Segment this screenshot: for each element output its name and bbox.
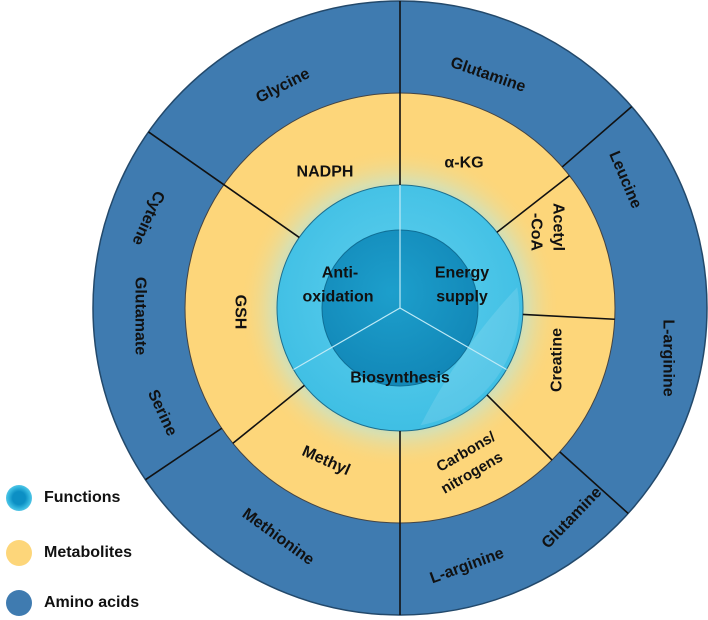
legend-swatch-functions <box>6 485 32 511</box>
legend-item-metabolites: Metabolites <box>2 536 202 570</box>
divider-glutamine-leucine <box>561 105 633 168</box>
function-label-energy-2: supply <box>436 289 488 306</box>
legend-label-metabolites: Metabolites <box>44 544 133 561</box>
metabolite-label-creatine: Creatine <box>549 328 566 392</box>
divider-arginine-glutamine <box>559 451 629 515</box>
divider-methionine-serine <box>145 427 223 481</box>
metabolite-label-gsh: GSH <box>232 295 249 330</box>
divider-biosynthesis-anti <box>293 307 401 371</box>
divider-cyteine-glycine <box>148 131 225 186</box>
legend-item-functions: Functions <box>2 481 202 515</box>
divider-creatine-carbons <box>486 394 553 461</box>
metabolite-label-acetyl-coa-2: -CoA <box>528 213 545 252</box>
legend-swatch-metabolites <box>6 540 32 566</box>
function-highlight <box>420 287 519 426</box>
function-label-biosynthesis: Biosynthesis <box>350 370 450 387</box>
function-label-energy-1: Energy <box>435 265 489 282</box>
metabolite-label-acetyl-coa-1: Acetyl <box>550 203 567 251</box>
divider-acetyl-creatine <box>522 313 615 321</box>
function-label-anti-1: Anti- <box>322 265 358 282</box>
legend-label-amino-acids: Amino acids <box>44 594 140 611</box>
legend-swatch-amino-acids <box>6 590 32 616</box>
divider-akg-acetyl <box>496 175 570 233</box>
legend-label-functions: Functions <box>44 489 121 506</box>
divider-gsh-nadph <box>223 184 300 239</box>
amino-acid-label-glutamate: Glutamate <box>132 277 149 355</box>
amino-acid-label-l-arginine-right: L-arginine <box>660 319 677 396</box>
legend-item-amino-acids: Amino acids <box>2 586 202 620</box>
metabolite-label-alpha-kg: α-KG <box>444 155 483 172</box>
divider-energy-biosynthesis <box>399 307 507 371</box>
divider-methyl-gsh <box>232 384 305 444</box>
function-label-anti-2: oxidation <box>302 289 373 306</box>
metabolite-label-nadph: NADPH <box>297 164 354 181</box>
